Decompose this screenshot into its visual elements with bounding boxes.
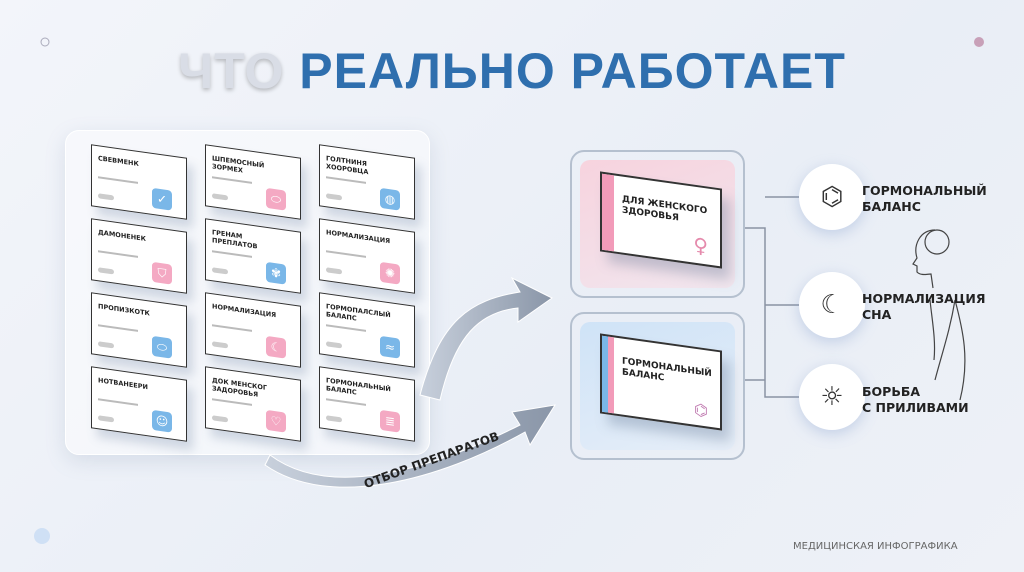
product-label: ДЛЯ ЖЕНСКОГО ЗДОРОВЬЯ [622, 194, 708, 224]
molecule-icon: ⌬ [694, 399, 708, 421]
benefit-label: ГОРМОНАЛЬНЫЙ БАЛАНС [862, 183, 987, 214]
selected-product-box: ДЛЯ ЖЕНСКОГО ЗДОРОВЬЯ ♀ [600, 171, 722, 269]
molecule-icon: ⌬ [799, 164, 865, 230]
selected-product-frame-2: ГОРМОНАЛЬНЫЙ БАЛАНС ⌬ [570, 312, 745, 460]
female-icon: ♀ [693, 232, 708, 259]
sun-waves-icon: ☼ [799, 364, 865, 430]
product-grid-panel: СВЕВМЕНК✓ШПЕМОСНЫЙ ЗОРМЕХ⬭ГОЛТНИНЯ ХООРО… [65, 130, 430, 455]
connector-lines [745, 196, 800, 398]
benefit-label: БОРЬБА С ПРИЛИВАМИ [862, 384, 969, 415]
arrow-lower [264, 404, 557, 488]
woman-silhouette [912, 229, 966, 401]
arrow-upper [419, 276, 553, 401]
footer-caption: МЕДИЦИНСКАЯ ИНФОГРАФИКА [793, 541, 958, 552]
product-label: ГОРМОНАЛЬНЫЙ БАЛАНС [622, 356, 712, 384]
title-part-2: РЕАЛЬНО РАБОТАЕТ [299, 43, 846, 99]
deco-dot [34, 528, 50, 544]
selected-product-box: ГОРМОНАЛЬНЫЙ БАЛАНС ⌬ [600, 333, 722, 431]
benefit-label: НОРМАЛИЗАЦИЯ СНА [862, 291, 986, 322]
deco-dot [40, 37, 50, 47]
moon-stars-icon: ☾ [799, 272, 865, 338]
page-title: ЧТО РЕАЛЬНО РАБОТАЕТ [0, 42, 1024, 100]
deco-dot [974, 37, 984, 47]
selected-product-frame-1: ДЛЯ ЖЕНСКОГО ЗДОРОВЬЯ ♀ [570, 150, 745, 298]
title-part-1: ЧТО [178, 43, 285, 99]
woman-head [924, 229, 950, 255]
